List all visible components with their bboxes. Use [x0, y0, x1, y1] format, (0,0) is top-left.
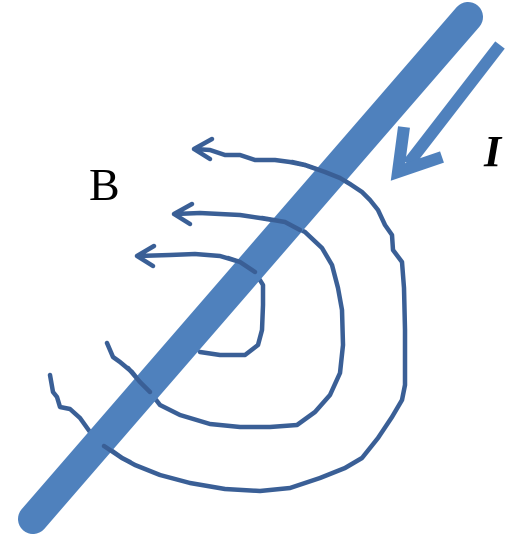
field-label: B	[89, 159, 120, 210]
current-label: I	[483, 127, 503, 176]
